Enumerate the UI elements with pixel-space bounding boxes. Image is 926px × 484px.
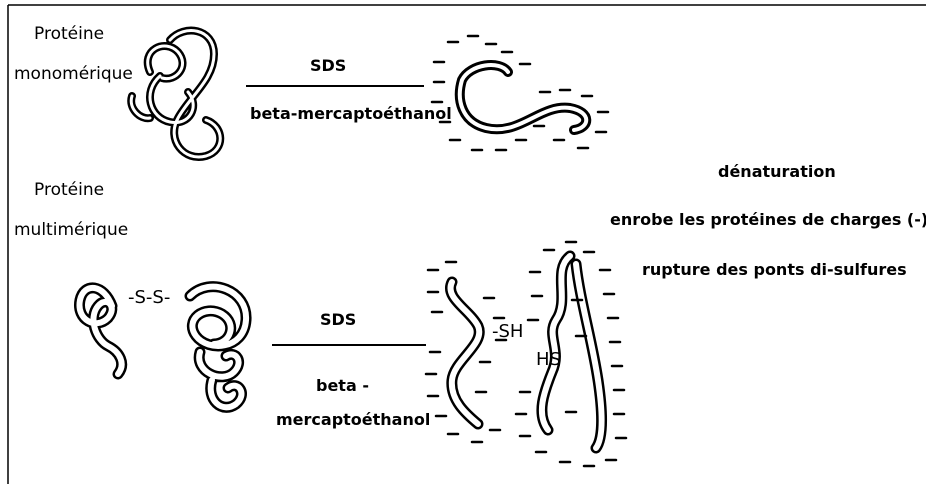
monomer-reagent-sds: SDS (310, 56, 346, 76)
monomer-reagent-bme: beta-mercaptoéthanol (250, 104, 452, 124)
multimer-reagent-bme-line1: beta - (316, 376, 369, 396)
multimer-label-line2: multimérique (14, 220, 128, 240)
multimer-reagent-bme-line2: mercaptoéthanol (276, 410, 430, 430)
multimer-reagent-sds: SDS (320, 310, 356, 330)
effect-line-disulfide: rupture des ponts di-sulfures (642, 260, 907, 280)
effect-line-charges: enrobe les protéines de charges (-) (610, 210, 926, 230)
monomer-coil-shape (131, 31, 220, 157)
monomer-denatured-shape (432, 36, 608, 150)
monomer-label-line1: Protéine (34, 24, 104, 44)
thiol-label-left: -SH (492, 322, 523, 342)
thiol-label-right: HS (536, 350, 561, 370)
monomer-label-line2: monomérique (14, 64, 133, 84)
effect-title: dénaturation (718, 162, 836, 182)
multimer-label-line1: Protéine (34, 180, 104, 200)
multimer-denatured-shape (426, 242, 626, 466)
disulfide-bond-label: -S-S- (128, 288, 170, 308)
